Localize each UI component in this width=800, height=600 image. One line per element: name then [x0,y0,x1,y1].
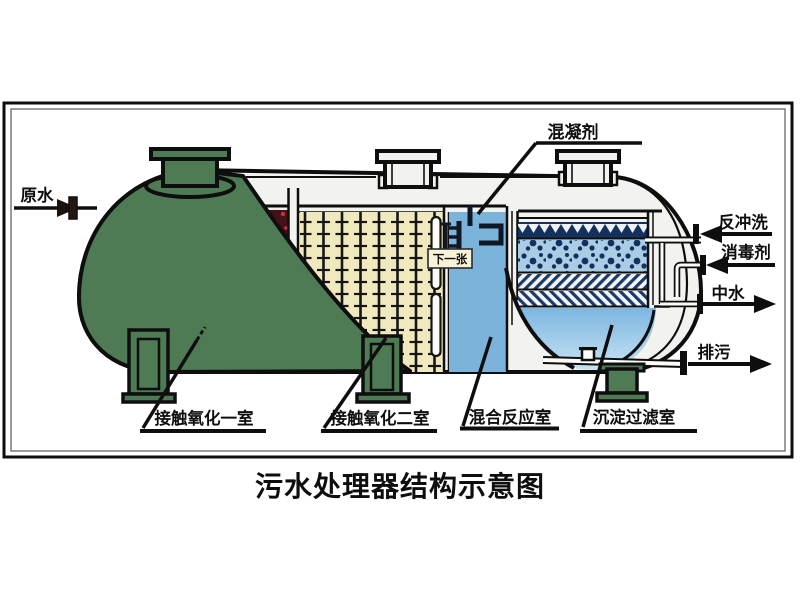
next-slide-button[interactable]: 下一张 [427,248,473,269]
blowdown-arrow: 排污 [680,342,772,375]
svg-text:沉淀过滤室: 沉淀过滤室 [593,407,676,427]
manhole-2 [375,149,441,190]
partition-wall-3 [505,206,519,371]
svg-text:混凝剂: 混凝剂 [548,122,599,143]
diagram-title: 污水处理器结构示意图 [255,470,545,503]
svg-text:中水: 中水 [712,283,746,303]
raw-water-label: 原水 [21,185,55,205]
svg-text:排污: 排污 [698,342,732,362]
reclaimed-water-arrow: 中水 [697,283,776,314]
blowdown-pipe [542,347,685,368]
svg-text:消毒剂: 消毒剂 [721,242,771,262]
svg-text:混合反应室: 混合反应室 [469,407,552,427]
manhole-3 [555,149,621,187]
manhole-1 [144,147,236,199]
disinfectant-arrow: 消毒剂 [700,242,775,275]
raw-water-arrow: 原水 [14,185,97,220]
svg-text:接触氧化一室: 接触氧化一室 [155,408,254,428]
coagulant-label: 混凝剂 [476,122,642,216]
backwash-arrow: 反冲洗 [693,212,772,244]
svg-text:接触氧化二室: 接触氧化二室 [331,408,430,428]
svg-text:反冲洗: 反冲洗 [718,212,768,232]
head-inner-wall [618,176,689,371]
internal-pipes [645,236,701,308]
chamber1-label: 接触氧化一室 [140,326,266,433]
next-slide-button-label: 下一张 [433,252,468,266]
chamber2-label: 接触氧化二室 [321,337,437,433]
settling-chamber-label: 沉淀过滤室 [580,324,697,433]
mixing-chamber-label: 混合反应室 [460,336,559,431]
